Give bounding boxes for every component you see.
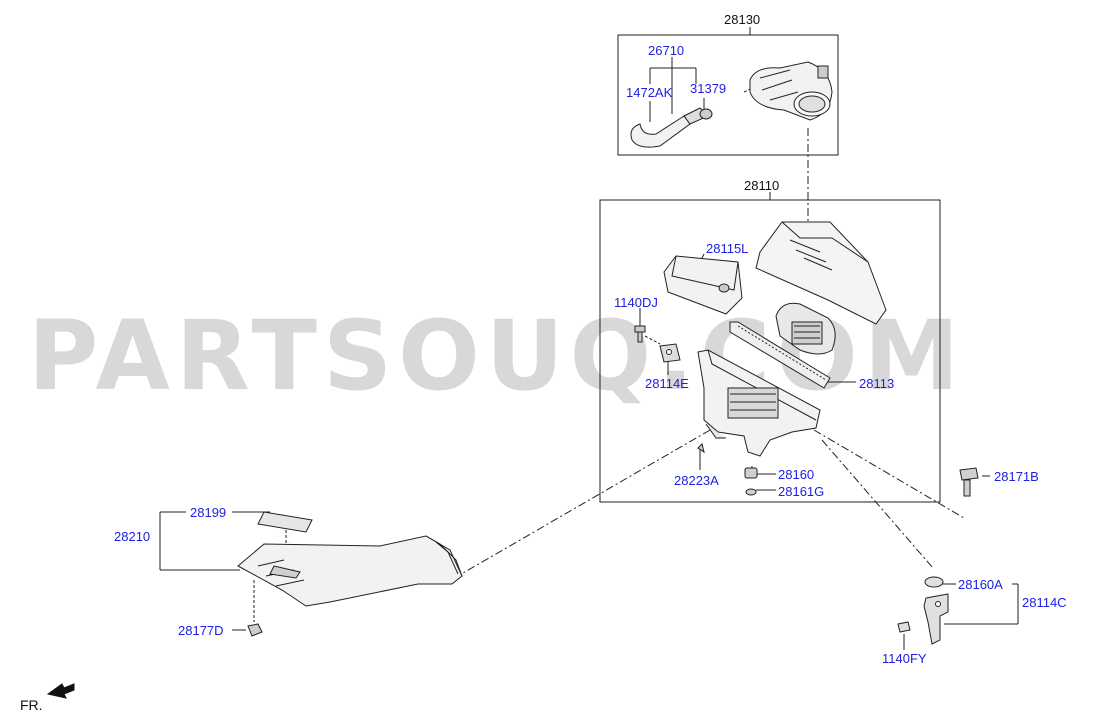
grommet-28160-art <box>744 467 758 496</box>
part-link-1140FY[interactable]: 1140FY <box>882 651 927 666</box>
bolt-28171b-art <box>959 467 979 497</box>
filter-cover-art <box>755 221 887 355</box>
clip-28223a-art <box>697 443 705 454</box>
part-link-28171B[interactable]: 28171B <box>994 469 1039 484</box>
label-28130: 28130 <box>724 12 761 27</box>
part-link-28160A[interactable]: 28160A <box>958 577 1003 592</box>
front-arrow-icon <box>46 683 75 699</box>
part-link-26710[interactable]: 26710 <box>648 43 685 58</box>
filter-element-art <box>729 321 831 389</box>
part-link-31379[interactable]: 31379 <box>690 81 727 96</box>
part-link-28223A[interactable]: 28223A <box>674 473 719 488</box>
box-28130 <box>617 34 839 156</box>
part-link-28210[interactable]: 28210 <box>114 529 151 544</box>
part-link-28114C[interactable]: 28114C <box>1022 595 1067 610</box>
orientation-label: FR. <box>20 697 43 713</box>
pad-28199-art <box>257 511 313 533</box>
part-link-28113[interactable]: 28113 <box>859 376 895 391</box>
part-link-28161G[interactable]: 28161G <box>778 484 825 499</box>
resonator-art <box>663 255 743 315</box>
part-link-28177D[interactable]: 28177D <box>178 623 224 638</box>
bracket-28114c-art <box>897 576 949 645</box>
intake-hose-art <box>630 61 833 148</box>
filter-case-art <box>697 349 821 457</box>
bolt-1140dj-art <box>634 325 661 345</box>
bracket-28114e-art <box>659 343 681 363</box>
air-duct-art <box>237 535 463 607</box>
part-link-28160[interactable]: 28160 <box>778 467 815 482</box>
part-link-1472AK[interactable]: 1472AK <box>626 85 673 100</box>
label-28110: 28110 <box>744 178 780 193</box>
nut-28177d-art <box>247 623 263 637</box>
part-link-1140DJ[interactable]: 1140DJ <box>614 295 658 310</box>
part-link-28199[interactable]: 28199 <box>190 505 227 520</box>
part-link-28114E[interactable]: 28114E <box>645 376 689 391</box>
part-link-28115L[interactable]: 28115L <box>706 241 749 256</box>
